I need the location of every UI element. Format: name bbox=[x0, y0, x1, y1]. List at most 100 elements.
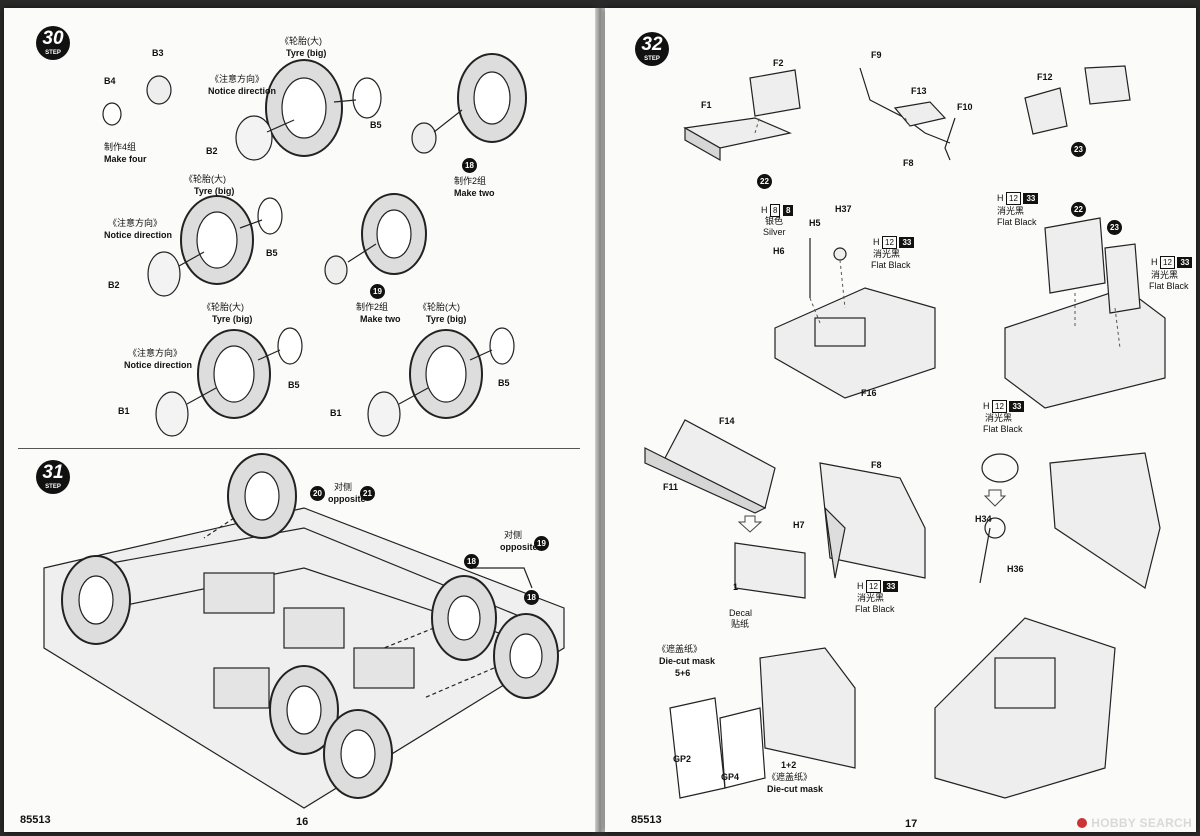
flat-black-5-cn: 消光黑 bbox=[985, 413, 1013, 423]
assembly-22b-badge: 22 bbox=[1071, 202, 1086, 217]
part-b1b-label: B1 bbox=[330, 408, 342, 418]
part-h6-label: H6 bbox=[773, 246, 785, 256]
assembly-21-badge: 21 bbox=[360, 486, 375, 501]
decal-cn: 贴纸 bbox=[731, 619, 750, 629]
flat-black-4-en: Flat Black bbox=[855, 604, 895, 614]
tyre-big-cn: 《轮胎(大) bbox=[280, 36, 322, 46]
paint-h-letter: H bbox=[857, 581, 864, 591]
paint-code: 12 bbox=[1160, 256, 1175, 269]
paint-number: 33 bbox=[883, 581, 899, 592]
flat-black-en: Flat Black bbox=[871, 260, 911, 270]
assembly-19-badge: 19 bbox=[370, 284, 385, 299]
step-30-marker: 30 STEP bbox=[36, 26, 70, 60]
die-cut-mask-2-en: Die-cut mask bbox=[767, 784, 824, 794]
notice-direction-3-cn: 《注意方向》 bbox=[128, 348, 183, 358]
assembly-22-badge: 22 bbox=[757, 174, 772, 189]
assembly-18a-badge: 18 bbox=[464, 554, 479, 569]
paint-callout-h8: H 8 8 bbox=[761, 204, 794, 217]
paint-number: 33 bbox=[1009, 401, 1025, 412]
step-number: 32 bbox=[641, 34, 663, 55]
paint-code: 12 bbox=[882, 236, 897, 249]
paint-h-letter: H bbox=[1151, 257, 1158, 267]
assembly-19b-badge: 19 bbox=[534, 536, 549, 551]
silver-en: Silver bbox=[763, 227, 786, 237]
part-f1-label: F1 bbox=[701, 100, 712, 110]
part-b5-label: B5 bbox=[370, 120, 382, 130]
flat-black-5-en: Flat Black bbox=[983, 424, 1023, 434]
assembly-18b-badge: 18 bbox=[524, 590, 539, 605]
step-word: STEP bbox=[644, 56, 660, 62]
opposite-2-en: opposite bbox=[500, 542, 538, 552]
decal-en: Decal bbox=[729, 608, 753, 618]
step31-chassis-art bbox=[43, 453, 565, 809]
step-number: 30 bbox=[42, 28, 64, 49]
paint-number: 8 bbox=[782, 205, 794, 216]
product-code: 85513 bbox=[20, 814, 51, 826]
paint-code: 12 bbox=[1006, 192, 1021, 205]
part-f16-label: F16 bbox=[861, 388, 877, 398]
tyre-big-4-en: Tyre (big) bbox=[426, 314, 467, 324]
part-b3-label: B3 bbox=[152, 48, 164, 58]
part-h7-label: H7 bbox=[793, 520, 805, 530]
part-h36-label: H36 bbox=[1007, 564, 1024, 574]
opposite-cn: 对侧 bbox=[334, 482, 353, 492]
part-b4-label: B4 bbox=[104, 76, 116, 86]
part-gp2-label: GP2 bbox=[673, 754, 692, 764]
tyre-big-3-en: Tyre (big) bbox=[212, 314, 253, 324]
make-four-en: Make four bbox=[104, 154, 147, 164]
opposite-2-cn: 对侧 bbox=[504, 530, 523, 540]
make-two-cn: 制作2组 bbox=[454, 176, 487, 186]
assembly-23-badge: 23 bbox=[1071, 142, 1086, 157]
paint-h-letter: H bbox=[997, 193, 1004, 203]
flat-black-3-en: Flat Black bbox=[1149, 281, 1189, 291]
assembly-20-badge: 20 bbox=[310, 486, 325, 501]
part-h5-label: H5 bbox=[809, 218, 821, 228]
step-31-marker: 31 STEP bbox=[36, 460, 70, 494]
make-two-2-en: Make two bbox=[360, 314, 401, 324]
part-h37-label: H37 bbox=[835, 204, 852, 214]
make-two-en: Make two bbox=[454, 188, 495, 198]
paint-h-letter: H bbox=[983, 401, 990, 411]
die-cut-mask-parts: 5+6 bbox=[675, 668, 691, 678]
left-page-artwork bbox=[43, 53, 565, 809]
paint-callout-h12c: H 12 33 bbox=[1151, 256, 1193, 269]
part-f9-label: F9 bbox=[871, 50, 882, 60]
right-page-artwork bbox=[644, 65, 1166, 799]
tyre-big-en: Tyre (big) bbox=[286, 48, 327, 58]
step-word: STEP bbox=[45, 484, 61, 490]
decal-number: 1 bbox=[733, 582, 739, 592]
notice-direction-2-cn: 《注意方向》 bbox=[108, 218, 163, 228]
opposite-en: opposite bbox=[328, 494, 366, 504]
hobby-search-watermark: HOBBY SEARCH bbox=[1077, 816, 1192, 830]
paint-callout-h12d: H 12 33 bbox=[857, 580, 899, 593]
assembly-23b-badge: 23 bbox=[1107, 220, 1122, 235]
flat-black-2-cn: 消光黑 bbox=[997, 206, 1025, 216]
tyre-big-3-cn: 《轮胎(大) bbox=[202, 302, 244, 312]
paint-callout-h12b: H 12 33 bbox=[997, 192, 1039, 205]
paint-h-letter: H bbox=[761, 205, 768, 215]
paint-number: 33 bbox=[899, 237, 915, 248]
part-h34-label: H34 bbox=[975, 514, 992, 524]
paint-h-letter: H bbox=[873, 237, 880, 247]
book-spine bbox=[595, 8, 605, 832]
step32-parts-art bbox=[644, 65, 1166, 799]
flat-black-4-cn: 消光黑 bbox=[857, 593, 885, 603]
part-f13-label: F13 bbox=[911, 86, 927, 96]
paint-number: 33 bbox=[1177, 257, 1193, 268]
silver-cn: 银色 bbox=[765, 216, 784, 226]
tyre-big-2-cn: 《轮胎(大) bbox=[184, 174, 226, 184]
step-number: 31 bbox=[42, 462, 64, 483]
part-b1-label: B1 bbox=[118, 406, 130, 416]
product-code: 85513 bbox=[631, 814, 662, 826]
make-two-2-cn: 制作2组 bbox=[356, 302, 389, 312]
part-b5c-label: B5 bbox=[288, 380, 300, 390]
part-b5b-label: B5 bbox=[266, 248, 278, 258]
die-cut-mask-cn: 《遮盖纸》 bbox=[657, 644, 703, 654]
paint-number: 33 bbox=[1023, 193, 1039, 204]
right-page: 32 STEP F1 F2 F9 F13 F10 F8 F12 22 23 H … bbox=[605, 8, 1196, 832]
die-cut-mask-2-cn: 《遮盖纸》 bbox=[767, 772, 813, 782]
page-number: 16 bbox=[296, 816, 309, 828]
left-page: 30 STEP B3 B4 制作4组 Make four 《轮胎(大) Tyre… bbox=[4, 8, 595, 832]
watermark-logo-icon bbox=[1077, 818, 1088, 828]
paint-code: 12 bbox=[992, 400, 1007, 413]
